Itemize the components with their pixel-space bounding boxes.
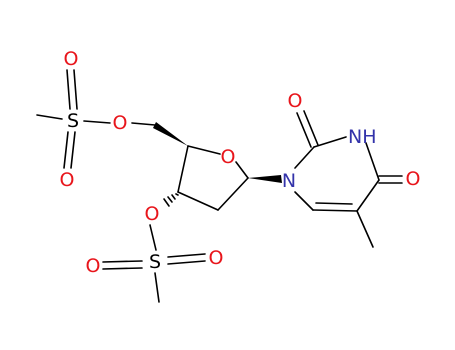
bond-c5-c6-inner [315, 202, 353, 205]
wedge-bond-c4-ch2 [153, 122, 188, 146]
atom-s3-oxygen-left: O [86, 255, 101, 277]
bond-s3-o-left-a [102, 260, 143, 263]
bond-s3-o-right-b [167, 260, 206, 265]
bond-n3-c4 [365, 142, 380, 181]
bond-c2-c1 [217, 177, 249, 211]
bond-c2-o-a [296, 112, 312, 148]
bond-c6-n1 [294, 191, 314, 211]
bond-c4-c3 [177, 145, 189, 193]
bond-ch2-o5 [131, 122, 156, 126]
bond-s5-o-down-b [70, 131, 76, 169]
bond-s5-o-up-b [73, 69, 78, 110]
wedge-bond-c1-n1 [248, 175, 282, 183]
atom-o3-ester-oxygen: O [145, 203, 160, 225]
atom-s5-oxygen-up: O [64, 48, 79, 70]
atom-s5-oxygen-down: O [60, 169, 75, 191]
atom-c2-carbonyl-oxygen: O [288, 90, 303, 112]
bond-c4-c5 [356, 179, 380, 212]
bond-c1-oring [235, 161, 249, 179]
atom-s3-sulfur: S [149, 251, 161, 273]
atom-n3-h: NH [348, 126, 377, 148]
atom-o5-ester-oxygen: O [113, 112, 128, 134]
bond-c5-c6 [312, 209, 358, 212]
bond-c5-ch3 [356, 210, 374, 248]
bond-c2-n3 [313, 136, 347, 148]
atom-c4-carbonyl-oxygen: O [406, 168, 421, 190]
bond-o5-s5 [83, 120, 111, 124]
hashed-wedge-c3-o3 [163, 193, 179, 207]
atom-ring-oxygen: O [221, 146, 236, 168]
bond-c2-o-b [303, 110, 319, 146]
bond-s5-ch3 [36, 114, 63, 120]
bond-s3-ch3 [154, 272, 160, 303]
bond-n1-c2 [294, 146, 315, 169]
atom-s3-oxygen-right: O [209, 247, 224, 269]
atom-s5-sulfur: S [67, 110, 79, 132]
bond-c4-oring [187, 145, 221, 155]
bond-s3-o-left-b [102, 267, 143, 270]
bond-c3-c2 [177, 191, 219, 211]
bond-s5-o-up-a [66, 69, 71, 110]
atom-n1: N [282, 170, 296, 192]
bond-o3-s3 [149, 224, 157, 251]
bond-s5-o-down-a [63, 131, 69, 169]
bond-s3-o-right-a [167, 253, 206, 258]
